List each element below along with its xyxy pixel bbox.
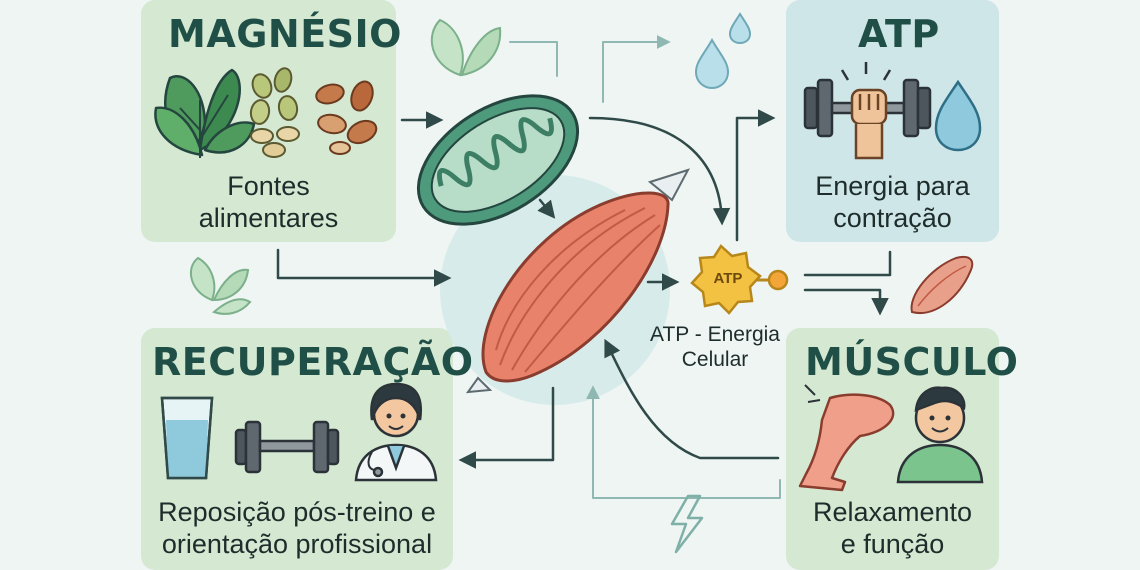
title-atp: ATP <box>858 12 940 56</box>
water-drop-icon <box>934 79 982 152</box>
caption-atp-line2: contração <box>833 203 952 233</box>
leaf-icon <box>189 256 252 315</box>
caption-musculo-line1: Relaxamento <box>812 497 973 527</box>
caption-magnesio-line2: alimentares <box>198 203 339 233</box>
atp-badge-text: ATP <box>713 270 743 287</box>
almonds-icon <box>315 80 378 155</box>
title-magnesio: MAGNÉSIO <box>168 12 402 56</box>
leaf-icon <box>430 18 502 77</box>
atp-badge-icon <box>690 244 789 315</box>
dumbbell-icon <box>234 420 340 474</box>
spinach-leaves-icon <box>154 68 256 158</box>
caption-musculo: Relaxamento e função <box>786 496 999 560</box>
leg-icon <box>798 384 895 492</box>
doctor-icon <box>354 382 438 482</box>
caption-recuperacao: Reposição pós-treino e orientação profis… <box>141 496 453 560</box>
caption-recuperacao-line1: Reposição pós-treino e <box>158 497 436 527</box>
water-drop-icon <box>694 12 752 90</box>
fist-icon <box>840 62 892 160</box>
atp-energy-label-line2: Celular <box>681 348 749 371</box>
atp-energy-label: ATP - Energia Celular <box>640 322 790 372</box>
muscle-icon <box>465 168 691 394</box>
muscle-icon <box>910 256 974 314</box>
caption-magnesio: Fontes alimentares <box>141 170 396 234</box>
caption-magnesio-line1: Fontes <box>227 171 310 201</box>
seeds-icon <box>249 67 300 158</box>
caption-atp: Energia para contração <box>786 170 999 234</box>
atp-energy-label-line1: ATP - Energia <box>650 323 780 346</box>
person-icon <box>896 386 984 484</box>
caption-musculo-line2: e função <box>840 529 945 559</box>
title-recuperacao: RECUPERAÇÃO <box>152 340 474 384</box>
mitochondria-icon <box>416 94 580 226</box>
lightning-icon <box>670 494 704 554</box>
title-musculo: MÚSCULO <box>805 340 1019 384</box>
caption-atp-line1: Energia para <box>815 171 970 201</box>
water-glass-icon <box>160 396 214 480</box>
caption-recuperacao-line2: orientação profissional <box>161 529 433 559</box>
